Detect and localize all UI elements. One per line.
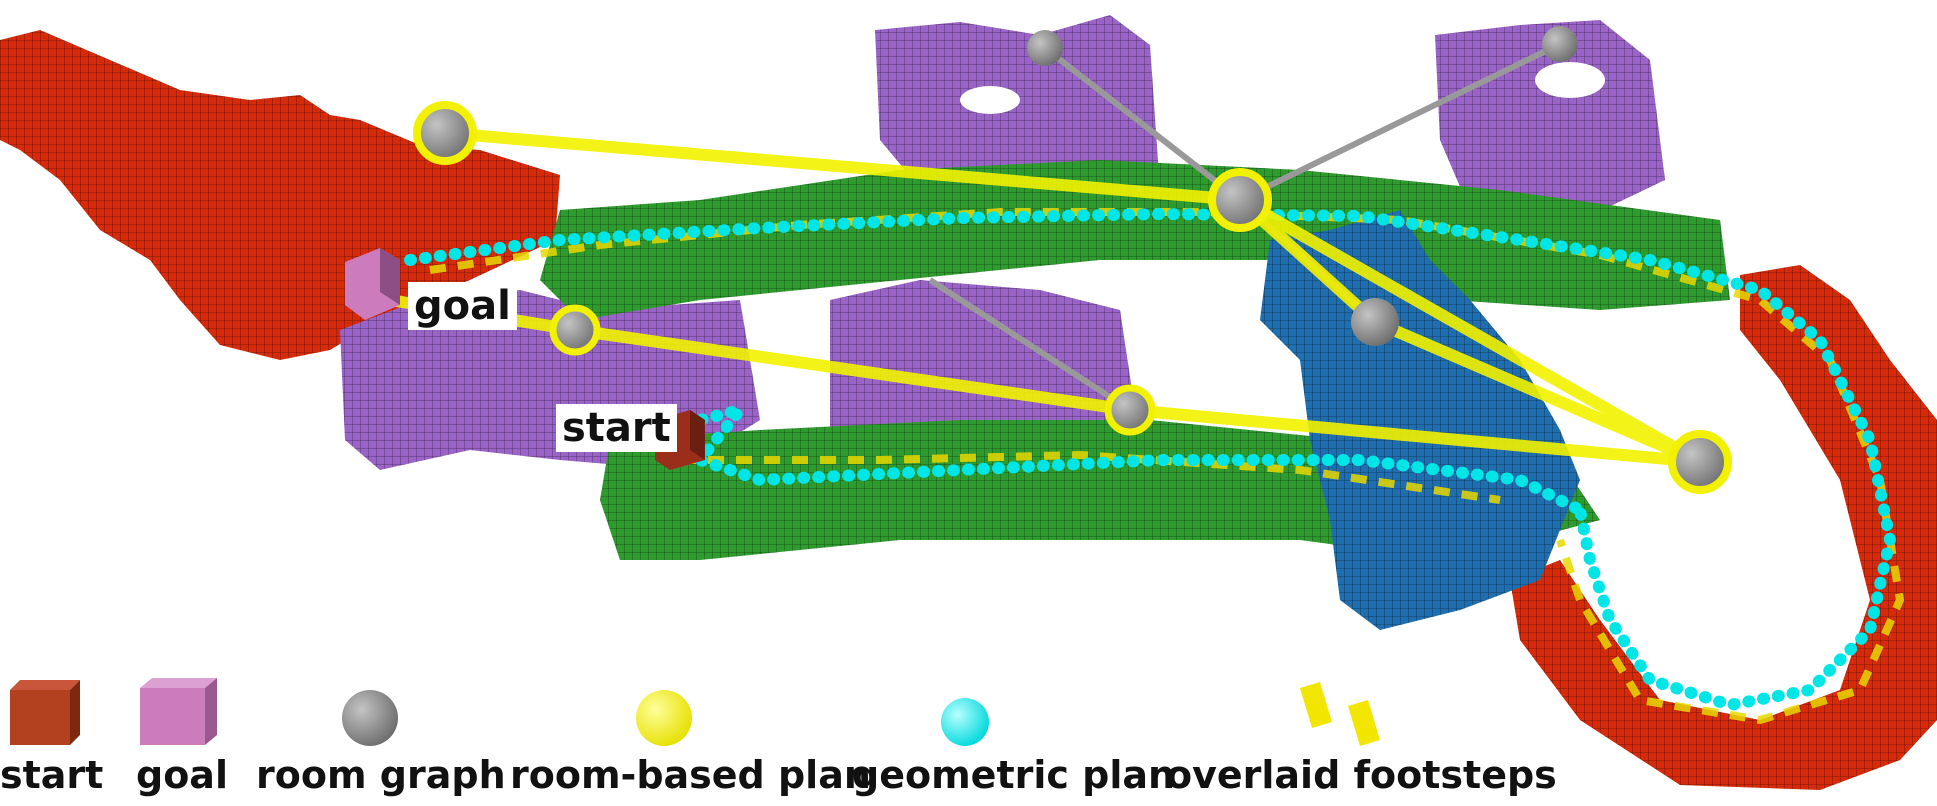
room-plan-nodes bbox=[413, 101, 1732, 494]
room-node bbox=[1351, 298, 1399, 346]
room-graph-node-icon bbox=[342, 690, 398, 746]
legend-label-overlaid-footsteps: overlaid footsteps bbox=[1166, 753, 1557, 797]
red-region-right bbox=[1510, 265, 1937, 790]
legend-icons bbox=[10, 678, 1380, 746]
start-cube-icon bbox=[10, 680, 80, 745]
legend-label-room-graph: room graph bbox=[256, 753, 506, 797]
start-label: start bbox=[556, 404, 677, 452]
geometric-plan-node-icon bbox=[941, 698, 989, 746]
goal-cube-icon bbox=[140, 678, 217, 745]
room-plan-node-icon bbox=[636, 690, 692, 746]
footsteps-trail bbox=[429, 208, 1905, 725]
room-graph-nodes bbox=[1027, 26, 1578, 346]
plan-node bbox=[413, 101, 477, 165]
plan-node bbox=[1104, 384, 1156, 436]
blue-hub bbox=[1260, 210, 1580, 630]
red-region-left bbox=[0, 30, 560, 360]
legend-label-room-based-plan: room-based plan bbox=[510, 753, 871, 797]
room-node bbox=[1027, 30, 1063, 66]
legend-label-goal: goal bbox=[136, 753, 228, 797]
goal-cube-marker bbox=[345, 248, 400, 320]
plan-node bbox=[1208, 168, 1272, 232]
geometric-plan-path bbox=[404, 207, 1897, 712]
plan-node bbox=[549, 304, 601, 356]
legend-label-geometric-plan: geometric plan bbox=[852, 753, 1176, 797]
room-node bbox=[1542, 26, 1578, 62]
goal-label: goal bbox=[408, 282, 517, 330]
plan-node bbox=[1668, 430, 1732, 494]
footsteps-icon bbox=[1300, 682, 1380, 746]
legend-label-start: start bbox=[0, 753, 104, 797]
